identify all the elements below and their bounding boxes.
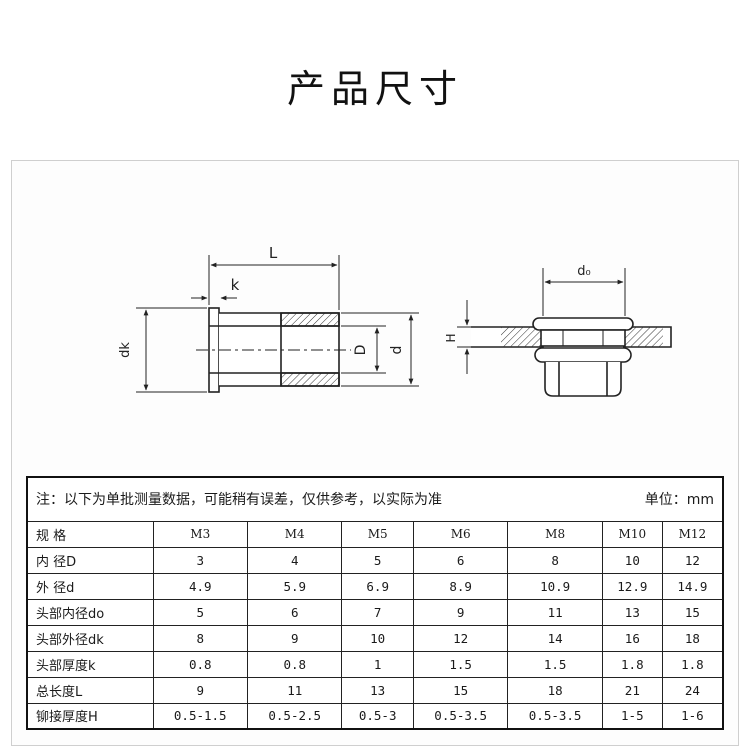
table-cell: 0.8 xyxy=(246,650,343,678)
table-cell: 9 xyxy=(152,676,248,704)
table-cell: M5 xyxy=(341,520,414,548)
dim-label-L: L xyxy=(269,244,278,262)
rivet-nut-section-view xyxy=(136,255,419,393)
table-cell: 18 xyxy=(507,676,603,704)
table-cell: 0.5-3.5 xyxy=(412,702,509,730)
table-note-cell: 注：以下为单批测量数据，可能稍有误差，仅供参考，以实际为准 单位：mm xyxy=(26,476,724,522)
installed-rivet-nut-view xyxy=(457,268,672,397)
row-label: 头部内径do xyxy=(26,598,154,626)
row-label: 外 径d xyxy=(26,572,154,600)
table-cell: 1.8 xyxy=(601,650,663,678)
table-cell: 12 xyxy=(412,624,509,652)
table-cell: 13 xyxy=(341,676,414,704)
table-cell: 9 xyxy=(246,624,343,652)
table-cell: 13 xyxy=(601,598,663,626)
dim-label-H: H xyxy=(444,333,458,342)
table-cell: 12.9 xyxy=(601,572,663,600)
table-cell: 10 xyxy=(341,624,414,652)
table-cell: 16 xyxy=(601,624,663,652)
dim-label-k: k xyxy=(231,276,240,294)
table-cell: 15 xyxy=(661,598,724,626)
dim-label-D: D xyxy=(353,345,369,356)
table-cell: 11 xyxy=(246,676,343,704)
table-cell: M8 xyxy=(507,520,603,548)
table-cell: 6 xyxy=(246,598,343,626)
row-label: 铆接厚度H xyxy=(26,702,154,730)
table-cell: 1-5 xyxy=(601,702,663,730)
table-cell: 0.5-1.5 xyxy=(152,702,248,730)
table-cell: 7 xyxy=(341,598,414,626)
row-label: 内 径D xyxy=(26,546,154,574)
table-cell: 6 xyxy=(412,546,509,574)
table-cell: 14.9 xyxy=(661,572,724,600)
table-cell: 12 xyxy=(661,546,724,574)
table-cell: 1.8 xyxy=(661,650,724,678)
table-cell: 10.9 xyxy=(507,572,603,600)
row-label: 头部厚度k xyxy=(26,650,154,678)
technical-drawing: L k dk D d d₀ H xyxy=(118,244,672,397)
table-cell: 3 xyxy=(152,546,248,574)
dim-label-dk: dk xyxy=(118,342,133,358)
table-cell: 5.9 xyxy=(246,572,343,600)
table-cell: 4.9 xyxy=(152,572,248,600)
page-title: 产品尺寸 xyxy=(286,67,463,111)
table-cell: M4 xyxy=(246,520,343,548)
table-cell: M3 xyxy=(152,520,248,548)
table-cell: 0.5-3 xyxy=(341,702,414,730)
table-cell: 21 xyxy=(601,676,663,704)
table-cell: 15 xyxy=(412,676,509,704)
table-cell: 8 xyxy=(152,624,248,652)
table-cell: 24 xyxy=(661,676,724,704)
table-cell: 9 xyxy=(412,598,509,626)
table-cell: M10 xyxy=(601,520,663,548)
table-cell: 4 xyxy=(246,546,343,574)
table-unit: 单位：mm xyxy=(644,492,714,509)
table-cell: 18 xyxy=(661,624,724,652)
table-cell: 6.9 xyxy=(341,572,414,600)
table-cell: 5 xyxy=(341,546,414,574)
table-cell: M6 xyxy=(412,520,509,548)
table-note-row: 注：以下为单批测量数据，可能稍有误差，仅供参考，以实际为准 单位：mm xyxy=(26,476,724,522)
table-cell: 8 xyxy=(507,546,603,574)
dim-label-d: d xyxy=(389,346,405,355)
table-cell: 10 xyxy=(601,546,663,574)
table-cell: 1.5 xyxy=(507,650,603,678)
table-note: 注：以下为单批测量数据，可能稍有误差，仅供参考，以实际为准 xyxy=(36,492,442,509)
table-cell: 0.5-2.5 xyxy=(246,702,343,730)
table-cell: 1 xyxy=(341,650,414,678)
row-label: 总长度L xyxy=(26,676,154,704)
table-cell: 0.8 xyxy=(152,650,248,678)
table-cell: M12 xyxy=(661,520,724,548)
table-cell: 8.9 xyxy=(412,572,509,600)
table-cell: 0.5-3.5 xyxy=(507,702,603,730)
dim-label-do: d₀ xyxy=(577,264,590,279)
table-cell: 14 xyxy=(507,624,603,652)
table-cell: 1-6 xyxy=(661,702,724,730)
table-cell: 5 xyxy=(152,598,248,626)
row-label: 头部外径dk xyxy=(26,624,154,652)
row-label: 规 格 xyxy=(26,520,154,548)
table-cell: 11 xyxy=(507,598,603,626)
table-cell: 1.5 xyxy=(412,650,509,678)
